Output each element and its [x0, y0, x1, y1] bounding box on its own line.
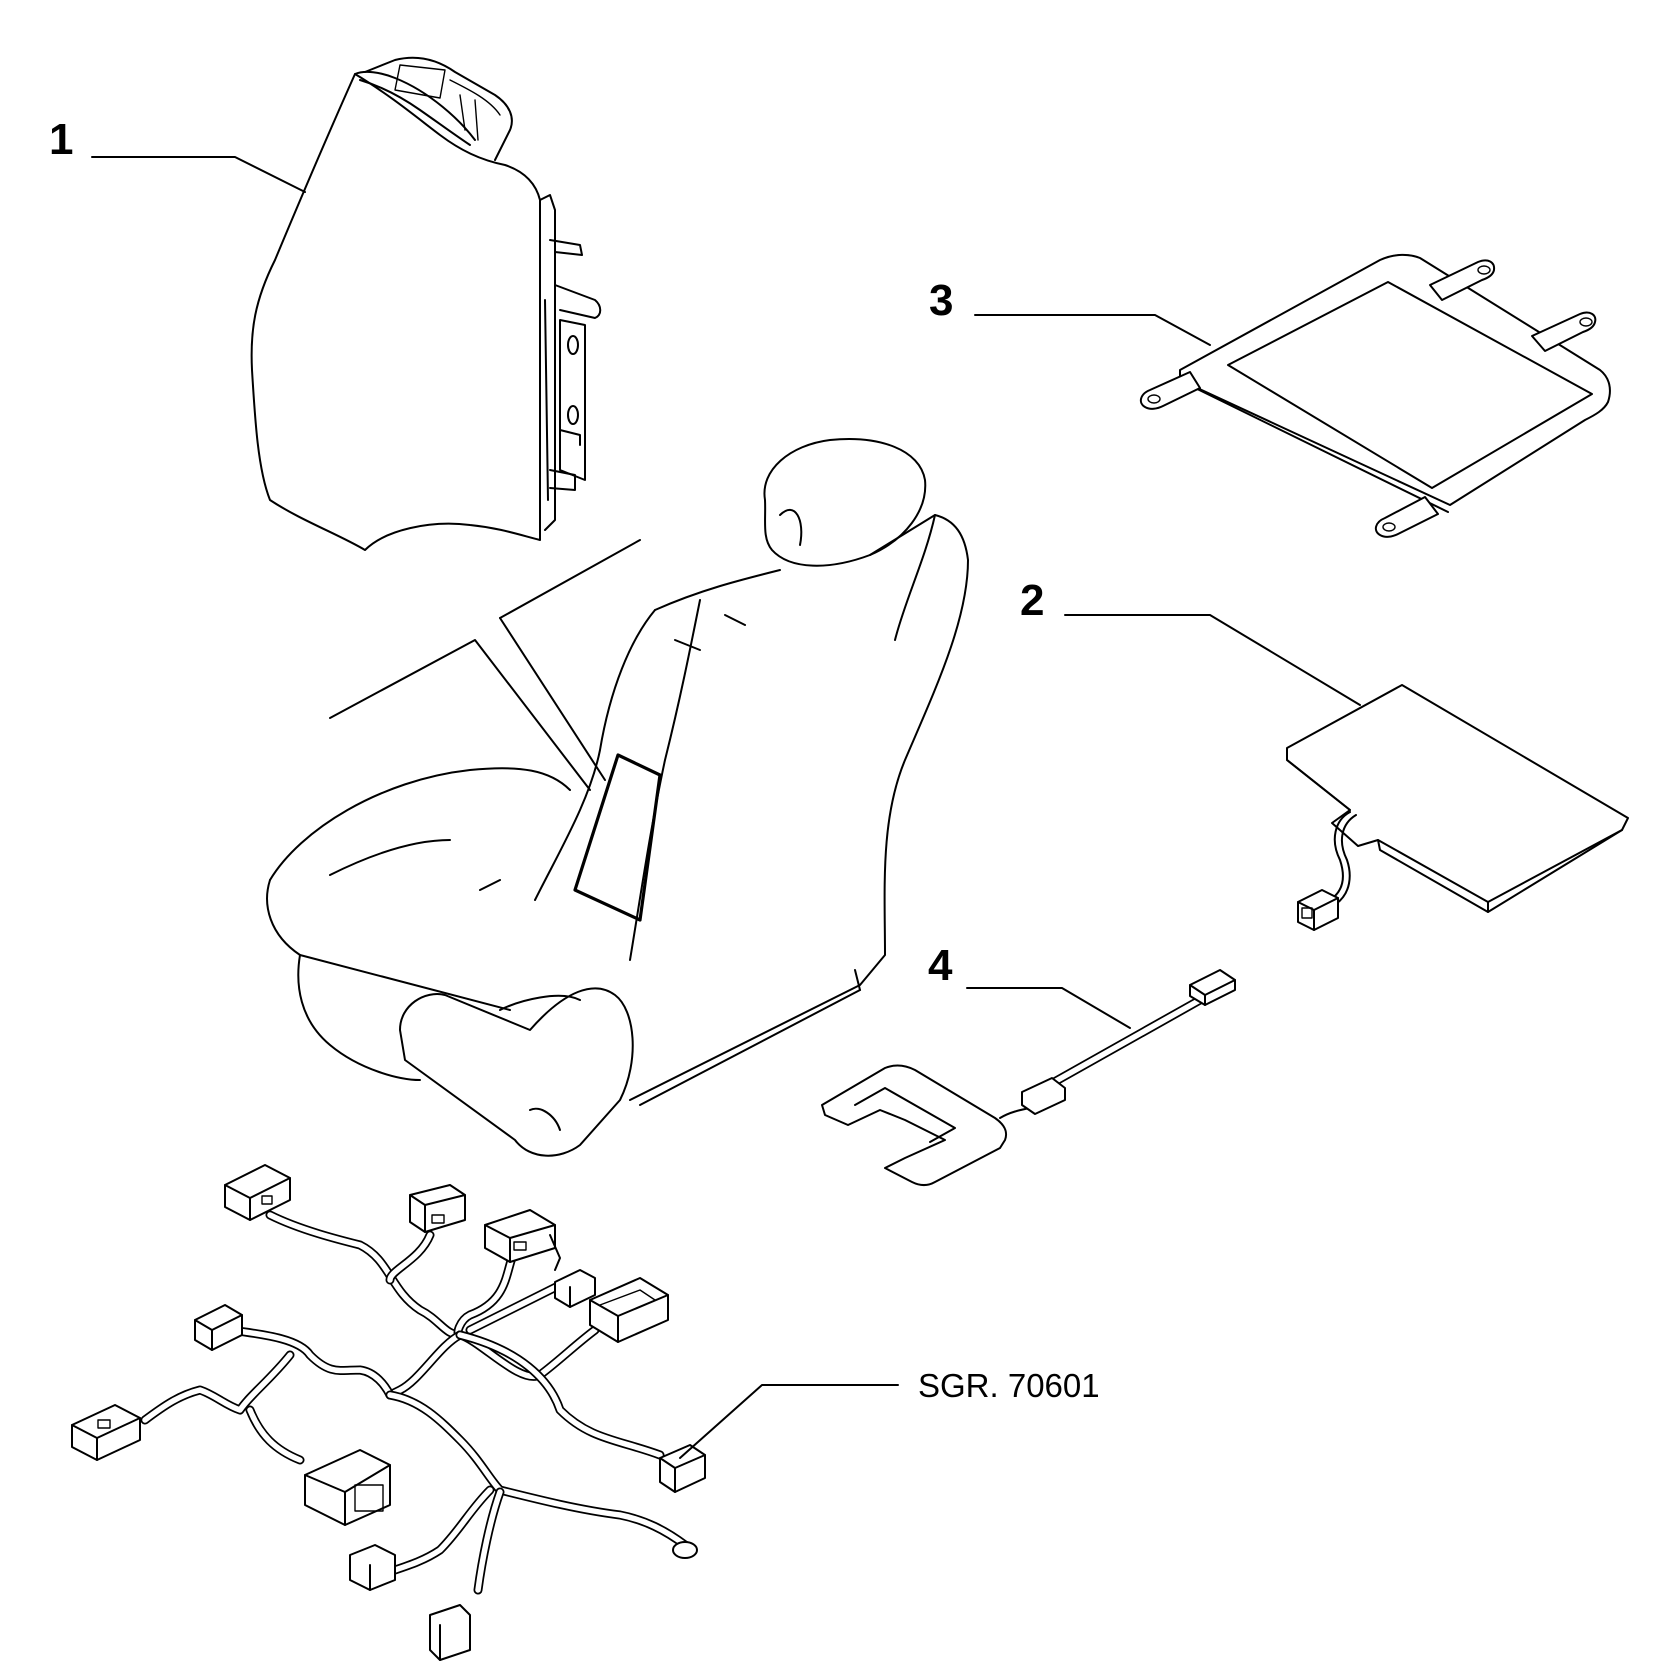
- callout-3-label: 3: [929, 276, 953, 325]
- leader-line-4: [966, 987, 1131, 1029]
- callout-4-label: 4: [928, 941, 953, 990]
- leader-line-3: [974, 314, 1211, 346]
- callout-1-label: 1: [49, 115, 73, 164]
- leader-line-1: [91, 156, 306, 193]
- leader-line-sgr: [679, 1384, 899, 1459]
- seat-assembly: [266, 438, 969, 1157]
- part-3-heater-mat: [1139, 253, 1611, 538]
- callout-2-label: 2: [1020, 576, 1044, 625]
- reference-label-sgr: SGR. 70601: [918, 1367, 1100, 1404]
- wiring-harness: [71, 1164, 706, 1661]
- part-4-occupant-sensor: [821, 969, 1236, 1186]
- callout-leaders: [91, 156, 1361, 1459]
- leader-line-2: [1064, 614, 1361, 706]
- part-1-backrest-cover: [250, 56, 602, 551]
- part-2-heater-pad: [1286, 684, 1629, 931]
